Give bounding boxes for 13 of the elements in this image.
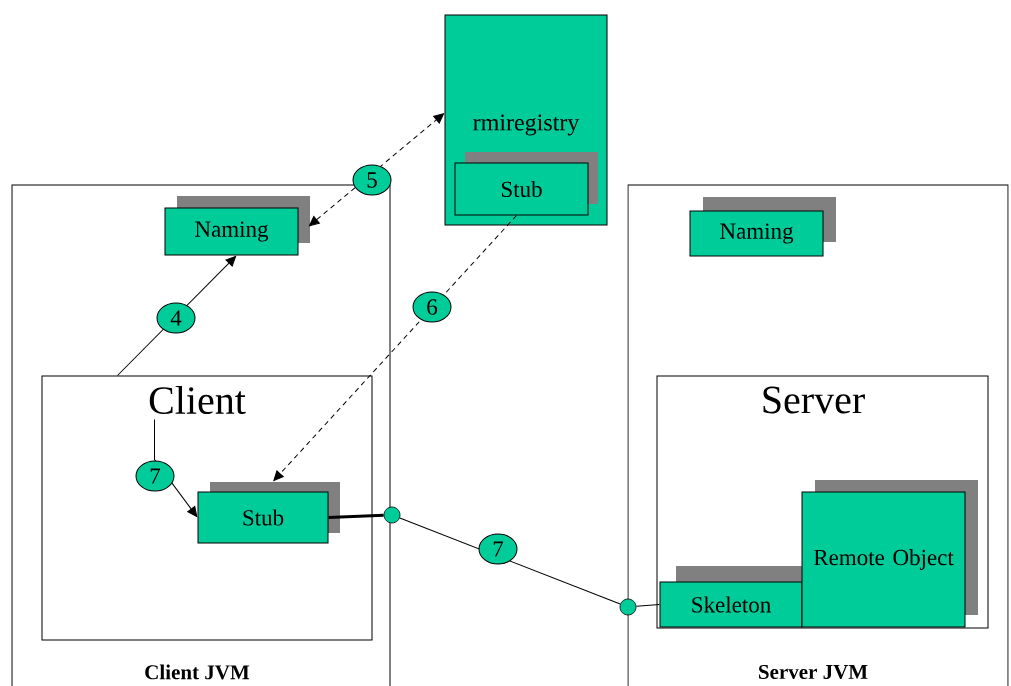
junction-dot xyxy=(383,506,401,524)
junction-dot xyxy=(619,598,637,616)
object-box: Remote Object xyxy=(801,480,978,628)
edge-label: 5 xyxy=(352,164,392,196)
arrow xyxy=(308,113,445,227)
edge-label: 4 xyxy=(156,302,196,334)
naming-box: Naming xyxy=(164,196,310,256)
edge-label: 6 xyxy=(412,291,452,323)
stub-box: Stub xyxy=(197,482,340,544)
edge-label: 7 xyxy=(478,533,518,565)
naming-box: Naming xyxy=(689,197,836,257)
edge-label: 7 xyxy=(135,460,175,492)
stub-box: Stub xyxy=(454,152,598,216)
